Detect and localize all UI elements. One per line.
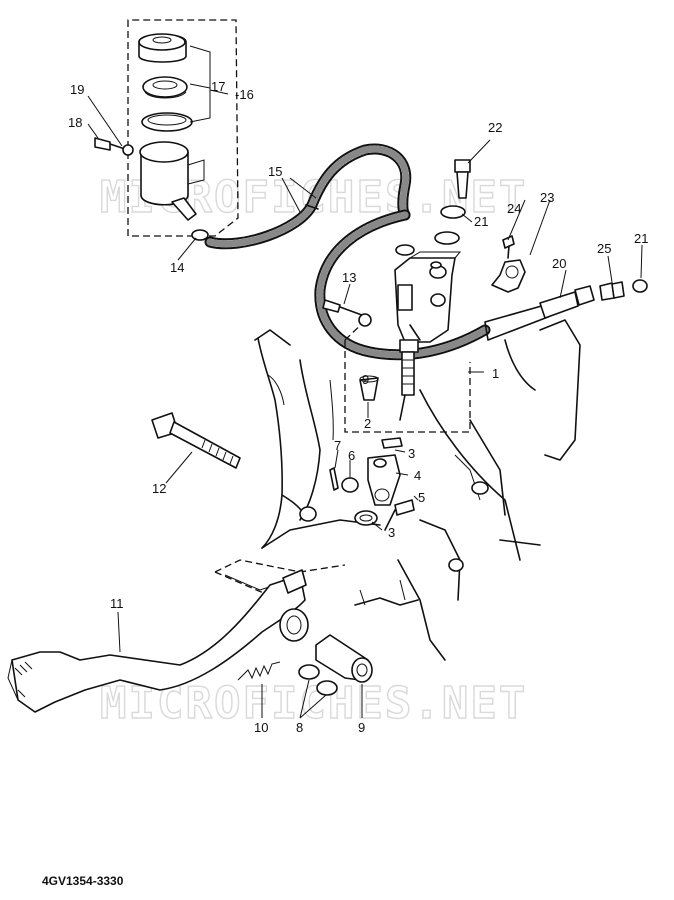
callout-6: 6 [348, 448, 355, 463]
document-code: 4GV1354-3330 [42, 874, 124, 888]
callout-22: 22 [488, 120, 502, 135]
brake-hose [314, 209, 595, 361]
reservoir-assembly [94, 19, 239, 241]
callout-11: 11 [110, 596, 124, 611]
callout-21-upper: 21 [474, 214, 488, 229]
pedal-shaft-assembly [237, 634, 373, 696]
callout-20: 20 [552, 256, 566, 271]
callout-13: 13 [342, 270, 356, 285]
callout-19: 19 [70, 82, 84, 97]
callout-8: 8 [296, 720, 303, 735]
callout-23: 23 [540, 190, 554, 205]
callout-10: 10 [254, 720, 268, 735]
callout-18: 18 [68, 115, 82, 130]
callout-24: 24 [507, 201, 521, 216]
brake-pedal [7, 569, 309, 713]
clevis-assembly [329, 437, 415, 531]
callout-7: 7 [334, 438, 341, 453]
callout-9-boot: 9 [362, 372, 369, 387]
callout-9: 9 [358, 720, 365, 735]
pivot-bolt [151, 412, 241, 469]
reservoir-hose [204, 143, 412, 250]
callout-3-lower: 3 [388, 525, 395, 540]
callout-15: 15 [268, 164, 282, 179]
callout-17: 17 [211, 79, 225, 94]
callout-2: 2 [364, 416, 371, 431]
callout-21-right: 21 [634, 231, 648, 246]
callout-labels: 1 2 3 3 4 5 6 7 8 9 9 10 11 12 13 14 15 … [68, 79, 648, 735]
callout-5: 5 [418, 490, 425, 505]
callout-16: -16 [235, 87, 254, 102]
callout-1: 1 [492, 366, 499, 381]
callout-14: 14 [170, 260, 184, 275]
callout-12: 12 [152, 481, 166, 496]
leader-lines [87, 45, 643, 719]
callout-25: 25 [597, 241, 611, 256]
mounting-parts [491, 235, 648, 301]
callout-3-upper: 3 [408, 446, 415, 461]
master-cylinder-assembly [322, 159, 471, 433]
frame-outline [214, 319, 581, 661]
callout-4: 4 [414, 468, 421, 483]
